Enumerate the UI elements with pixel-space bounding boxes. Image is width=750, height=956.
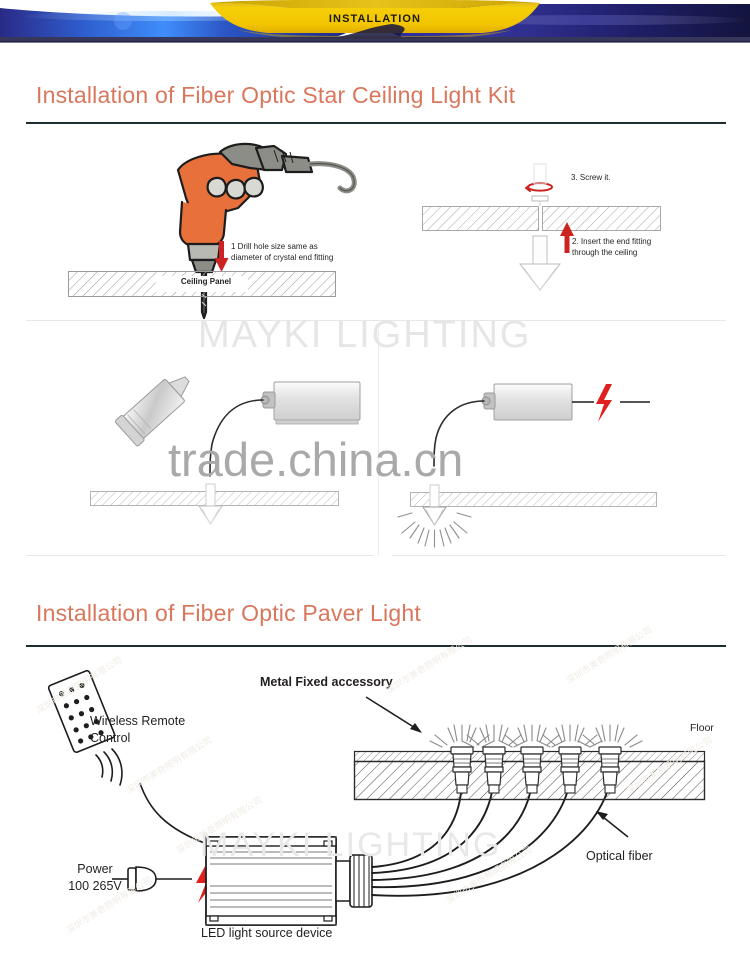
signal-waves-icon — [95, 748, 123, 786]
paver-light — [537, 724, 603, 794]
metal-accessory-leader — [365, 696, 422, 733]
banner-title: INSTALLATION — [328, 13, 422, 25]
glue-lightsource-illustration — [90, 376, 361, 525]
arrow-up-red — [560, 222, 574, 253]
optical-fiber-leader — [596, 811, 629, 838]
drill-illustration — [176, 142, 357, 320]
power-plug-icon — [112, 866, 192, 892]
metal-accessory-label: Metal Fixed accessory — [260, 675, 393, 689]
insert-screw-illustration — [422, 163, 661, 291]
arrow-down-red — [214, 241, 229, 272]
title-rule-2 — [26, 645, 726, 647]
paver-light — [577, 724, 643, 794]
paver-light — [429, 724, 495, 794]
glow-rays — [397, 512, 472, 548]
installation-banner: INSTALLATION — [0, 0, 750, 46]
led-device-label: LED light source device — [201, 926, 333, 940]
power-label: Power 100 265V — [68, 862, 122, 893]
paver-light — [499, 724, 565, 794]
divider-mid-vertical — [378, 330, 379, 555]
paver-system-illustration — [47, 669, 706, 926]
led-light-source-device — [205, 836, 373, 926]
wireless-remote-label: Wireless Remote Control — [90, 714, 186, 745]
step3-label: 3. Screw it. — [571, 173, 611, 182]
powered-glow-illustration — [397, 383, 657, 548]
optical-fiber-label: Optical fiber — [586, 849, 653, 863]
section-title-paver: Installation of Fiber Optic Paver Light — [36, 600, 421, 626]
paver-light-group — [429, 724, 643, 794]
divider-mid-bottom-left — [26, 555, 374, 556]
divider-mid-bottom-right — [392, 555, 726, 556]
banner-graphic — [0, 0, 750, 43]
title-rule-1 — [26, 122, 726, 124]
section-title-star-ceiling: Installation of Fiber Optic Star Ceiling… — [36, 82, 516, 108]
step2-label: 2. Insert the end fitting through the ce… — [572, 237, 652, 257]
ceiling-panel-label: Ceiling Panel — [180, 277, 232, 286]
remote-control — [47, 669, 116, 753]
floor-label: Floor — [690, 722, 714, 734]
step1-label: 1 Drill hole size same as diameter of cr… — [231, 242, 334, 262]
lightning-bolt-icon — [596, 384, 612, 422]
ceiling-panel-hatched — [68, 271, 336, 297]
divider-mid-top — [26, 320, 726, 321]
paver-light — [461, 724, 527, 794]
